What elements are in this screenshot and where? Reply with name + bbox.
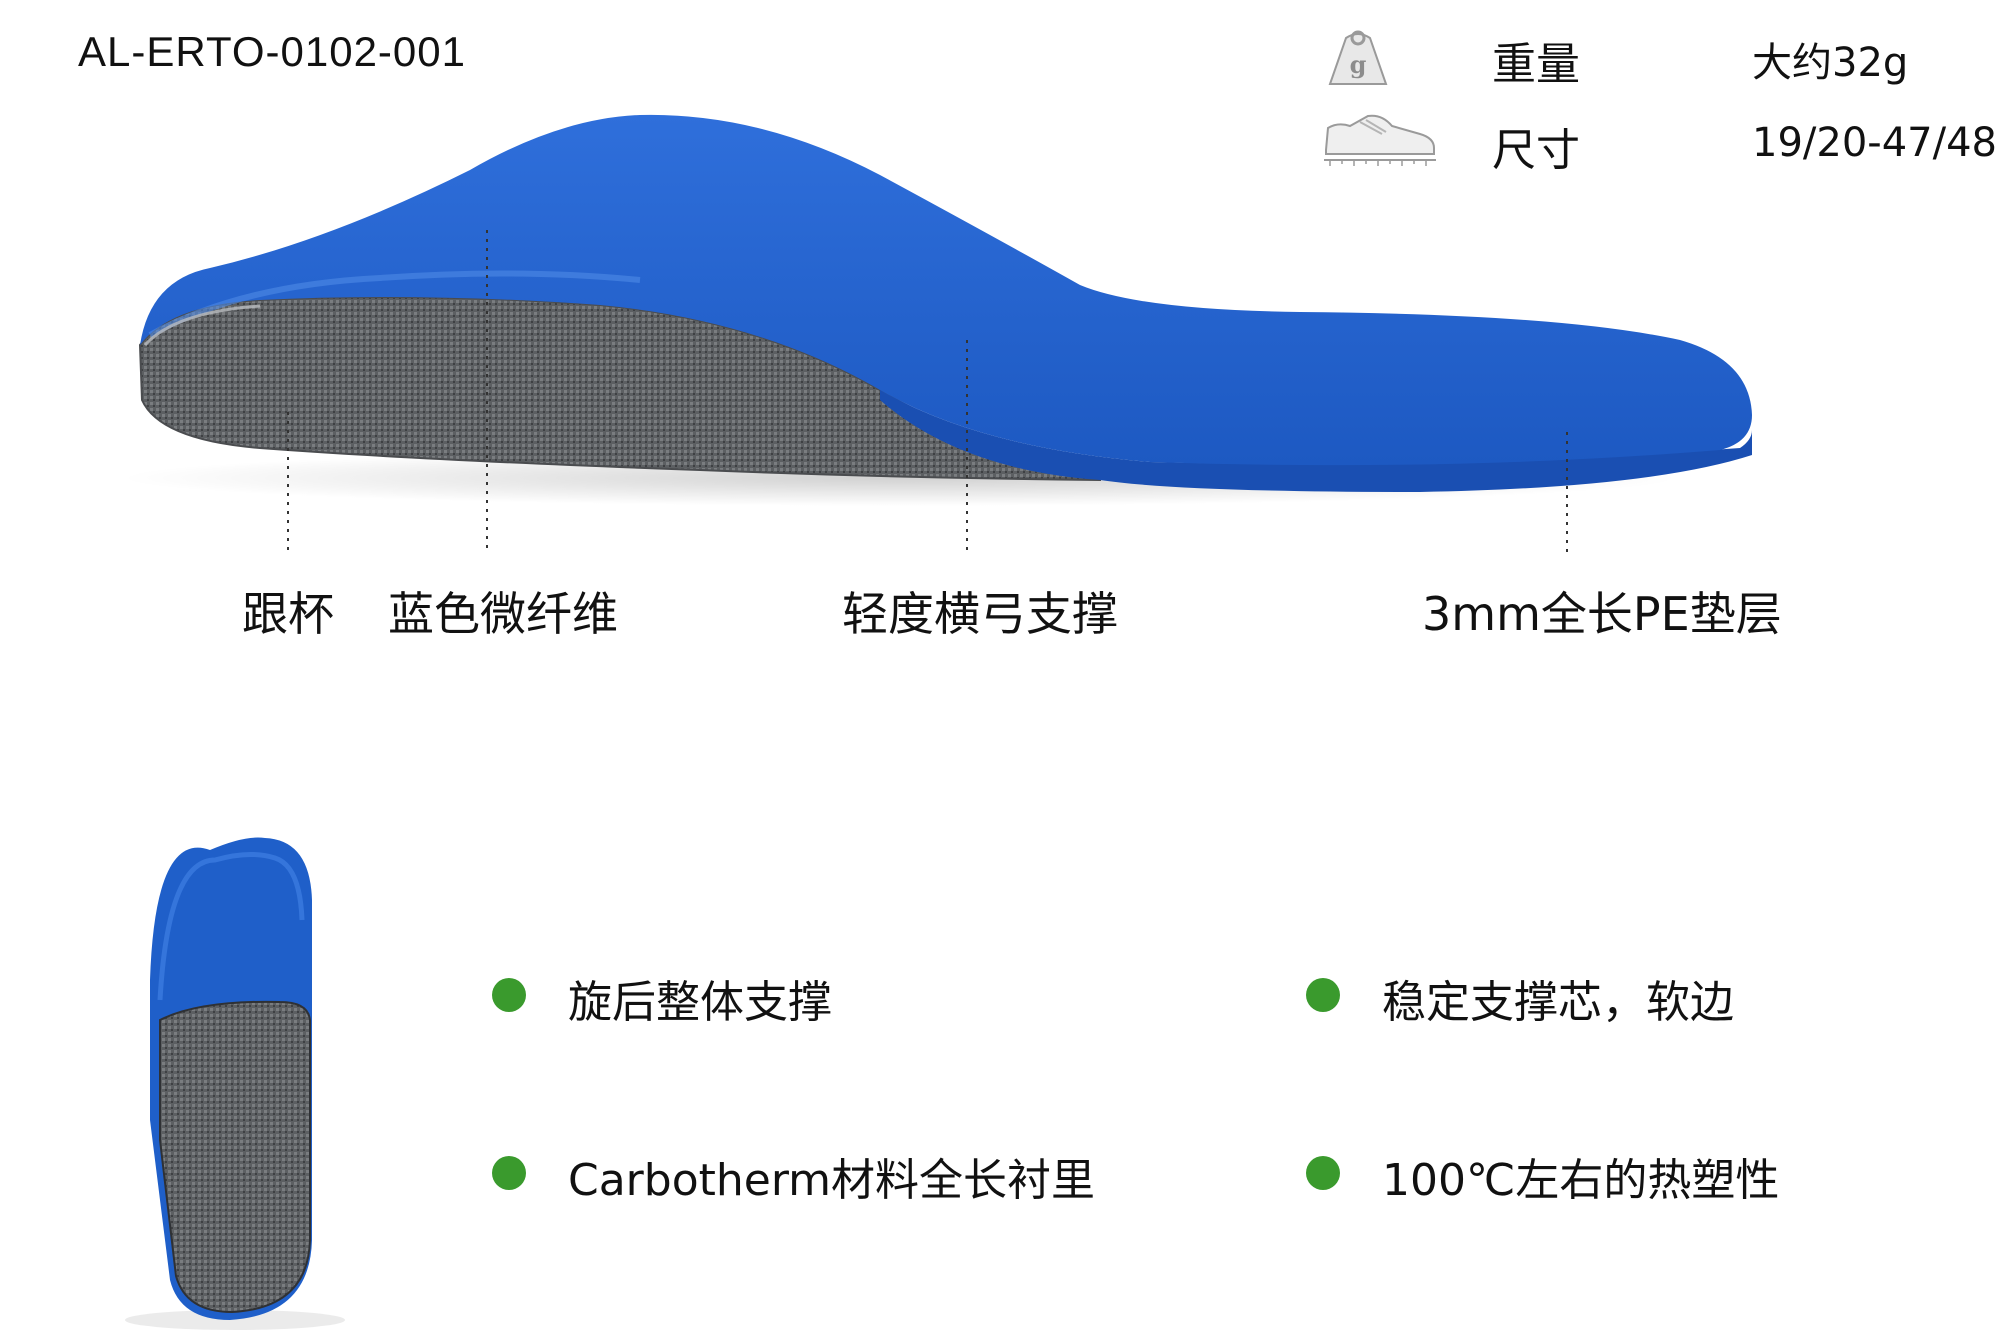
feature-bullet	[492, 978, 526, 1012]
svg-text:g: g	[1350, 50, 1367, 79]
feature-thermoplastic: 100℃左右的热塑性	[1382, 1155, 1780, 1206]
shoe-size-icon	[1320, 108, 1440, 170]
weight-value: 大约32g	[1752, 40, 1909, 86]
blue-top-surface	[140, 114, 1752, 466]
callout-arch-support: 轻度横弓支撑	[842, 587, 1118, 641]
feature-carbotherm-lining: Carbotherm材料全长衬里	[568, 1155, 1096, 1206]
callout-pe-layer: 3mm全长PE垫层	[1422, 587, 1782, 641]
feature-stable-core-soft-edge: 稳定支撑芯，软边	[1382, 977, 1734, 1028]
weight-label: 重量	[1492, 39, 1580, 90]
feature-bullet	[1306, 1156, 1340, 1190]
weight-icon: g	[1322, 28, 1394, 86]
size-label: 尺寸	[1492, 125, 1580, 176]
feature-bullet	[492, 1156, 526, 1190]
feature-bullet	[1306, 978, 1340, 1012]
feature-supination-support: 旋后整体支撑	[568, 977, 832, 1028]
callout-blue-microfiber: 蓝色微纤维	[388, 587, 618, 641]
model-code: AL-ERTO-0102-001	[78, 28, 466, 75]
callout-heel-cup: 跟杯	[242, 587, 334, 641]
size-value: 19/20-47/48	[1752, 120, 1997, 166]
blue-edge	[880, 390, 1752, 492]
